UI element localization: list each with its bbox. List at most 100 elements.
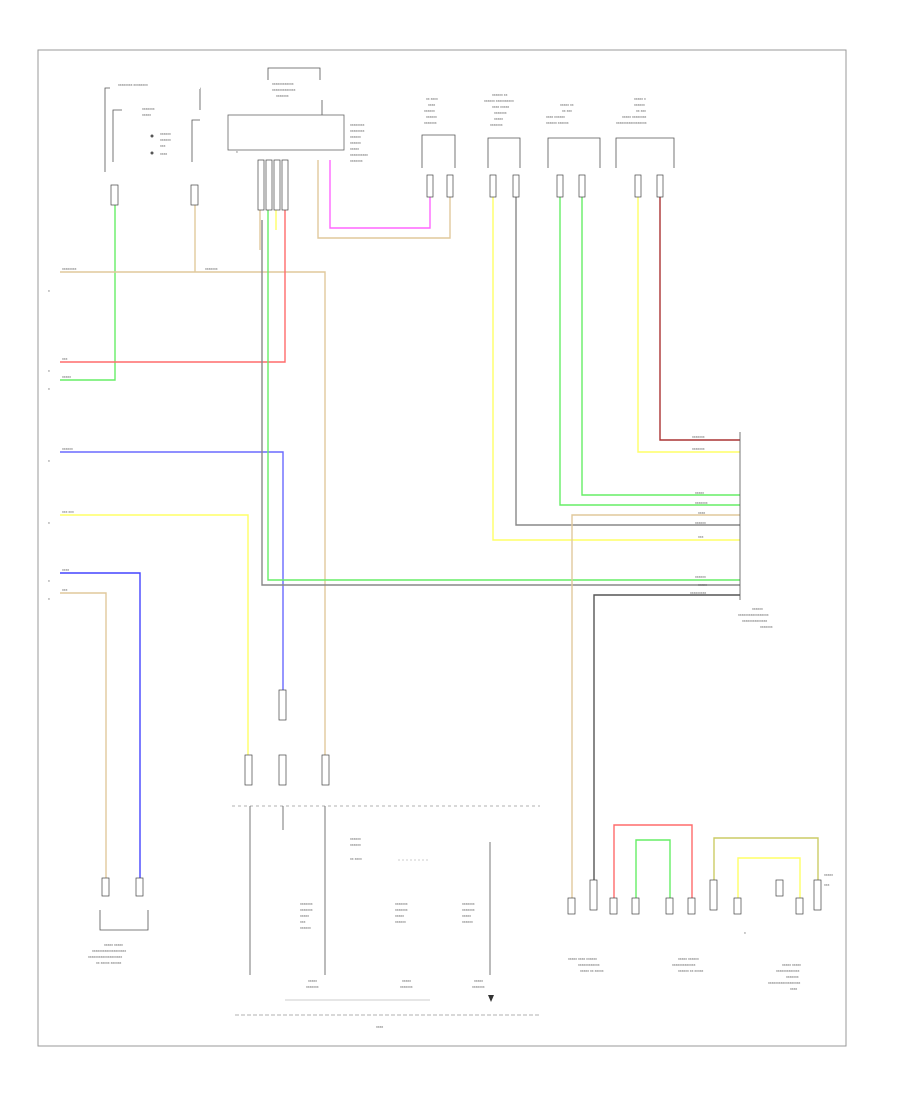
wires [60,160,819,905]
svg-text:xxxx: xxxx [62,568,69,572]
svg-text:xxxxxxx: xxxxxxx [494,111,507,115]
svg-text:xxxxxx xx: xxxxxx xx [492,93,508,97]
svg-text:xxx: xxx [300,920,306,924]
svg-text:xxxxx: xxxxx [695,491,704,495]
svg-text:xxxxx x: xxxxx x [634,97,646,101]
svg-text:xxxxxxxxxxxxxxxxx: xxxxxxxxxxxxxxxxx [616,121,647,125]
wire-green-left [60,185,116,381]
wire-darkblue [60,572,141,885]
svg-text:xxxxx: xxxxx [698,583,707,587]
svg-text:xxxxxxx: xxxxxxx [424,121,437,125]
svg-text:xxxxx xx: xxxxx xx [560,103,574,107]
svg-text:xxxxxx: xxxxxx [160,138,171,142]
power-distribution-module: xxxxxxxxxxxx xxxxxxxxxxxxx xxxxxxx x xxx… [227,67,368,163]
wire-red-loop [613,824,693,905]
svg-text:x: x [236,150,238,154]
wire-yellow-mid [60,514,249,760]
svg-text:x: x [48,597,50,601]
svg-text:x: x [48,579,50,583]
svg-text:xxxxxxxxxxxxx: xxxxxxxxxxxxx [672,963,696,967]
wire-tan-top [60,271,326,760]
svg-text:xxxxxx xxxxxxxxxx: xxxxxx xxxxxxxxxx [484,99,514,103]
svg-text:xxxxxxx: xxxxxxx [462,902,475,906]
svg-text:xxxxxxx: xxxxxxx [276,94,289,98]
svg-text:xxxx: xxxx [698,511,705,515]
svg-text:xxxxxxx: xxxxxxx [400,985,413,989]
right-unit: xxxxxxx xxxxxxx xxxxx xxxxxxx xxxx xxxxx… [690,432,773,935]
svg-text:xxxx: xxxx [790,987,797,991]
svg-text:xxxx: xxxx [160,152,167,156]
svg-text:xxxxxxx: xxxxxxx [350,159,363,163]
svg-text:xxxxxxxxx: xxxxxxxxx [690,591,706,595]
svg-text:xxx: xxx [62,357,68,361]
svg-text:xxxxx: xxxxx [824,873,833,877]
svg-text:xxxxxxxxxxxxxxxxxxx: xxxxxxxxxxxxxxxxxxx [88,955,122,959]
svg-text:xxx xxx: xxx xxx [62,510,74,514]
ground-section: xxxxxx xxxxxx xx xxxx xxxxxxx xxxxxxx xx… [232,805,540,1029]
svg-text:xxxxxx: xxxxxx [695,575,706,579]
svg-text:xxxxxx: xxxxxx [350,843,361,847]
svg-text:xxxxx: xxxxx [395,914,404,918]
svg-text:xx xxxx: xx xxxx [350,857,362,861]
svg-text:xxxxxx: xxxxxx [62,447,73,451]
svg-text:xxxxxxxxxxxxxxxxx: xxxxxxxxxxxxxxxxx [738,613,769,617]
svg-text:xxxxxxxx: xxxxxxxx [62,267,77,271]
wire-green-loop [635,839,671,905]
svg-text:xx xxxx: xx xxxx [426,97,438,101]
svg-text:xxxxxx: xxxxxx [695,521,706,525]
left-labels: xxxxxxxx xxxxxxx xxx xxxxx xxxxxx xxx xx… [48,267,218,601]
svg-text:xxxxxxx: xxxxxxx [300,902,313,906]
svg-text:xxxxx xxxxx: xxxxx xxxxx [782,963,801,967]
svg-text:xxxxxxx: xxxxxxx [695,501,708,505]
svg-text:xxxxx: xxxxx [462,914,471,918]
svg-text:xxxxxxxxxxxxxxxxxxx: xxxxxxxxxxxxxxxxxxx [92,949,126,953]
svg-text:xxxxxxx: xxxxxxx [760,625,773,629]
svg-text:xxxxxxx: xxxxxxx [472,985,485,989]
svg-text:xxxxx: xxxxx [308,979,317,983]
svg-text:xxxxxx xxxxxx: xxxxxx xxxxxx [546,121,569,125]
top-left-component: xxxxxxxx xxxxxxxx xxxxxxx xxxxx xxxxxx x… [104,83,201,172]
svg-text:xxxxx xxxxx: xxxxx xxxxx [104,943,123,947]
wire-tan-lower [60,592,107,885]
wire-yellow-right [492,180,740,541]
svg-text:xxx: xxx [62,588,68,592]
svg-text:xxxxxx: xxxxxx [350,135,361,139]
svg-text:xxxxxxx: xxxxxxx [462,908,475,912]
svg-text:x: x [48,369,50,373]
svg-text:xxxxxxx: xxxxxxx [395,908,408,912]
svg-text:xxxxx xxxxxx: xxxxx xxxxxx [678,957,699,961]
svg-text:xxxxxx xx xxxxx: xxxxxx xx xxxxx [678,969,704,973]
svg-text:xxxx: xxxx [376,1025,383,1029]
svg-text:xxxxx xx xxxxx: xxxxx xx xxxxx [580,969,604,973]
svg-text:xxxx xxxxx: xxxx xxxxx [492,105,509,109]
svg-text:x: x [744,931,746,935]
svg-text:xxxxx: xxxxx [62,375,71,379]
svg-text:xxxxxx: xxxxxx [350,837,361,841]
bottom-left-component: xxxxx xxxxx xxxxxxxxxxxxxxxxxxx xxxxxxxx… [88,910,149,965]
svg-text:xxxxxxx: xxxxxxx [490,123,503,127]
svg-text:xxxxxxxx: xxxxxxxx [350,129,365,133]
svg-text:xxxxxxxxxxxxx: xxxxxxxxxxxxx [776,969,800,973]
svg-text:xxxxxxxxxx: xxxxxxxxxx [350,153,368,157]
diagram-frame [37,49,847,1047]
svg-text:xxxxxx: xxxxxx [424,109,435,113]
svg-text:xxxxxx: xxxxxx [395,920,406,924]
wire-red-module [60,160,286,363]
svg-text:xxx: xxx [160,144,166,148]
wire-green-right-a [559,180,740,506]
svg-text:xxxxxxxxxxxxxxxxxx: xxxxxxxxxxxxxxxxxx [768,981,801,985]
bottom-right-components: xxxxx xxxx xxxxxx xxxxxxxxxxxx xxxxx xx … [568,873,833,991]
svg-text:xxxxxxx: xxxxxxx [692,447,705,451]
svg-text:xxxxxx: xxxxxx [300,926,311,930]
svg-text:xxxxxxx: xxxxxxx [395,902,408,906]
svg-text:x: x [48,459,50,463]
svg-text:xxxxxx: xxxxxx [634,103,645,107]
svg-text:xxxxx xxxxxxxx: xxxxx xxxxxxxx [622,115,647,119]
wire-blue-mid [60,451,284,690]
svg-text:x: x [48,289,50,293]
svg-text:xxxxx: xxxxx [300,914,309,918]
svg-text:xxxxxxx: xxxxxxx [205,267,218,271]
svg-text:x: x [48,387,50,391]
svg-text:xx xxx: xx xxx [562,109,572,113]
